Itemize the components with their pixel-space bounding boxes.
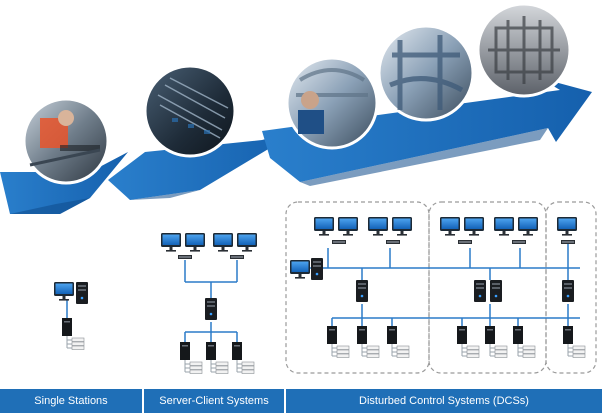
monitor-icon: [338, 217, 358, 236]
workstation-tower-icon: [76, 282, 88, 304]
photo-server-rack-cables: [143, 64, 237, 158]
monitor-icon: [213, 233, 233, 252]
keyboard-icon: [230, 255, 244, 259]
monitor-icon: [314, 217, 334, 236]
stage-label-server-client: Server-Client Systems: [144, 389, 284, 413]
monitor-icon: [557, 217, 577, 236]
plc-controller-icon: [327, 326, 350, 358]
monitor-icon: [290, 260, 310, 279]
photo-industrial-pipework: [377, 24, 475, 122]
plc-controller-icon: [457, 326, 480, 358]
stage-label-dcs: Disturbed Control Systems (DCSs): [286, 389, 602, 413]
progress-arrow: [0, 78, 592, 214]
workstation-tower-icon: [311, 258, 323, 280]
network-lines: [66, 240, 580, 342]
server-icon: [490, 280, 502, 302]
server-icon: [356, 280, 368, 302]
monitor-icon: [54, 282, 74, 301]
monitor-icon: [185, 233, 205, 252]
monitor-icon: [161, 233, 181, 252]
dcs-groups: [285, 201, 597, 374]
plc-controller-icon: [180, 342, 203, 374]
photo-worker-at-controls: [22, 97, 110, 185]
monitor-icon: [368, 217, 388, 236]
arrow-segment-2: [108, 130, 300, 200]
keyboard-icon: [386, 240, 400, 244]
monitor-icon: [518, 217, 538, 236]
keyboard-icon: [458, 240, 472, 244]
server-icon: [562, 280, 574, 302]
monitor-icon: [494, 217, 514, 236]
monitor-icon: [440, 217, 460, 236]
plc-controller-icon: [513, 326, 536, 358]
monitor-icon: [237, 233, 257, 252]
plc-controller-icon: [387, 326, 410, 358]
keyboard-icon: [561, 240, 575, 244]
plc-controller-icon: [232, 342, 255, 374]
network-devices: [54, 217, 586, 374]
keyboard-icon: [178, 255, 192, 259]
stage-label-text: Disturbed Control Systems (DCSs): [359, 395, 529, 407]
stage-label-text: Server-Client Systems: [159, 395, 269, 407]
plc-controller-icon: [485, 326, 508, 358]
stage-label-single-stations: Single Stations: [0, 389, 142, 413]
plc-controller-icon: [563, 326, 586, 358]
monitor-icon: [392, 217, 412, 236]
photo-factory-machinery: [476, 2, 572, 98]
dcs-group-2: [428, 201, 547, 374]
arrow-segment-3: [262, 78, 592, 182]
server-icon: [205, 298, 217, 320]
plc-controller-icon: [206, 342, 229, 374]
plc-controller-icon: [357, 326, 380, 358]
photo-engineer-on-phone: [285, 56, 379, 150]
plc-controller-icon: [62, 318, 85, 350]
server-icon: [474, 280, 486, 302]
stage-label-text: Single Stations: [34, 395, 108, 407]
keyboard-icon: [332, 240, 346, 244]
monitor-icon: [464, 217, 484, 236]
keyboard-icon: [512, 240, 526, 244]
